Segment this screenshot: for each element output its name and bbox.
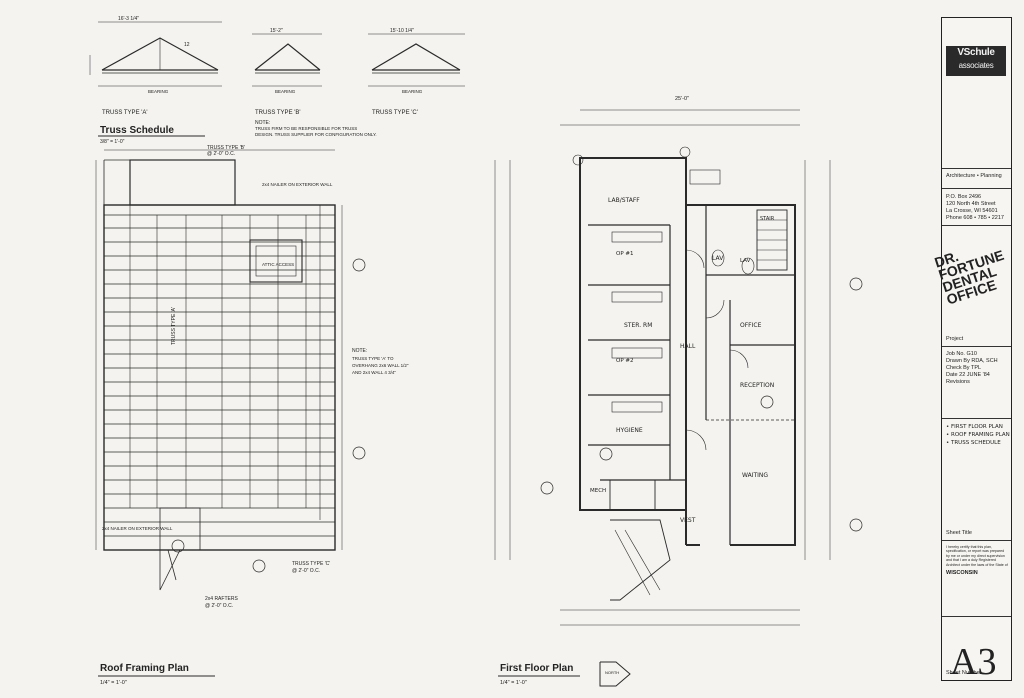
roof-note-truss-b: TRUSS TYPE 'B'	[207, 145, 245, 151]
north-arrow-label: NORTH	[605, 670, 619, 675]
truss-c-span: 15'-10 1/4"	[390, 28, 414, 34]
revisions-label: Revisions	[946, 379, 970, 385]
truss-a-span: 16'-3 1/4"	[118, 16, 139, 22]
truss-a-label: TRUSS TYPE 'A'	[102, 110, 148, 116]
room-stair: STAIR	[760, 216, 775, 222]
divider	[942, 540, 1011, 541]
divider	[942, 616, 1011, 617]
room-lav-1: LAV	[712, 255, 724, 262]
room-hygiene: HYGIENE	[616, 427, 643, 434]
truss-b-span: 15'-2"	[270, 28, 283, 34]
project-label: Project	[946, 336, 964, 342]
roof-rafters: 2x4 RAFTERS	[205, 596, 238, 602]
roof-note-nailer: 2x4 NAILER ON EXTERIOR WALL	[262, 182, 333, 187]
room-hall: HALL	[680, 343, 696, 350]
check-by: Check By TPL	[946, 365, 982, 371]
sheet-number-label: Sheet Number	[946, 670, 982, 676]
room-op-1: OP #1	[616, 251, 634, 257]
roof-framing-plan	[95, 149, 366, 591]
floor-plan-title: First Floor Plan	[500, 663, 573, 674]
divider	[942, 418, 1011, 419]
truss-a-pitch: 12	[184, 42, 190, 48]
sheet-title-label: Sheet Title	[946, 530, 972, 536]
roof-truss-type-c: TRUSS TYPE 'C'	[292, 561, 330, 567]
roof-attic-access: ATTIC ACCESS	[262, 262, 294, 267]
certification-text: I hereby certify that this plan, specifi…	[946, 545, 1008, 567]
roof-note-nailer-bottom: 2x4 NAILER ON EXTERIOR WALL	[102, 526, 173, 531]
address-line-2: 120 North 4th Street	[946, 201, 996, 207]
truss-a-diagram	[89, 21, 222, 87]
truss-schedule-scale: 3/8" = 1'-0"	[100, 139, 125, 145]
room-office: OFFICE	[740, 322, 762, 329]
room-op-2: OP #2	[616, 358, 634, 364]
divider	[942, 225, 1011, 226]
roof-rafters-spacing: @ 2'-0" O.C.	[205, 603, 233, 609]
drawn-by: Drawn By RDA, SCH	[946, 358, 998, 364]
sheet-number: A3	[950, 641, 997, 683]
job-number: Job No. G10	[946, 351, 977, 357]
truss-c-diagram	[368, 33, 465, 87]
divider	[942, 168, 1011, 169]
truss-note-2: TRUSS FIRM TO BE RESPONSIBLE FOR TRUSS	[255, 126, 357, 131]
drawing-date: Date 22 JUNE '84	[946, 372, 990, 378]
sheet-content-1: • FIRST FLOOR PLAN	[946, 424, 1003, 430]
truss-schedule-title: Truss Schedule	[100, 125, 174, 136]
truss-c-label: TRUSS TYPE 'C'	[372, 110, 418, 116]
truss-a-bearing: BEARING	[148, 89, 169, 94]
roof-truss-type-c-spacing: @ 2'-0" O.C.	[292, 568, 320, 574]
truss-c-bearing: BEARING	[402, 89, 423, 94]
first-floor-plan	[494, 109, 863, 687]
certification-state: WISCONSIN	[946, 570, 978, 576]
roof-note-right-4: AND 2x4 WALL 4 3/4"	[352, 370, 396, 375]
truss-b-diagram	[252, 33, 322, 87]
roof-note-truss-b-spacing: @ 2'-0" O.C.	[207, 151, 235, 157]
divider	[942, 346, 1011, 347]
room-vest: VEST	[680, 517, 696, 524]
firm-services: Architecture • Planning	[946, 173, 1002, 179]
roof-note-right-3: OVERHANG 2x6 WALL 1/2"	[352, 363, 409, 368]
roof-plan-scale: 1/4" = 1'-0"	[100, 680, 127, 686]
firm-logo: VSchule associates	[946, 46, 1006, 76]
truss-b-bearing: BEARING	[275, 89, 296, 94]
room-mech: MECH	[590, 488, 606, 494]
sheet-content-2: • ROOF FRAMING PLAN	[946, 432, 1010, 438]
floor-overall-dim: 25'-0"	[675, 96, 689, 102]
roof-note-right-2: TRUSS TYPE 'A' TO	[352, 356, 394, 361]
roof-plan-title: Roof Framing Plan	[100, 663, 189, 674]
truss-b-label: TRUSS TYPE 'B'	[255, 110, 301, 116]
divider	[942, 188, 1011, 189]
title-block: VSchule associates Architecture • Planni…	[932, 17, 1012, 683]
sheet-content-3: • TRUSS SCHEDULE	[946, 440, 1001, 446]
room-reception: RECEPTION	[740, 382, 774, 389]
truss-note-1: NOTE:	[255, 120, 270, 126]
roof-note-right-1: NOTE:	[352, 348, 367, 354]
roof-truss-type-a: TRUSS TYPE 'A'	[171, 307, 177, 345]
project-name: DR. FORTUNE DENTAL OFFICE	[932, 246, 1006, 308]
floor-plan-scale: 1/4" = 1'-0"	[500, 680, 527, 686]
room-lav-2: LAV	[740, 258, 751, 264]
room-waiting: WAITING	[742, 472, 768, 479]
firm-phone: Phone 608 • 785 • 2217	[946, 215, 1004, 221]
room-ster: STER. RM	[624, 322, 652, 329]
truss-note-3: DESIGN. TRUSS SUPPLIER FOR CONFIGURATION…	[255, 132, 377, 137]
address-line-3: La Crosse, WI 54601	[946, 208, 998, 214]
room-lab: LAB/STAFF	[608, 197, 640, 204]
address-line-1: P.O. Box 2496	[946, 194, 982, 200]
